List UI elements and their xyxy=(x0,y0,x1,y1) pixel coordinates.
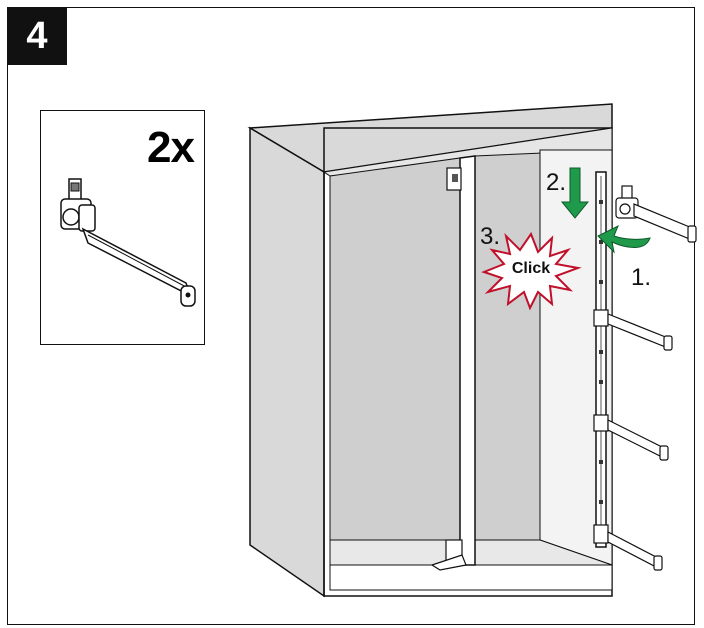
rail-arm-1 xyxy=(593,309,673,351)
curved-insert-arrow-icon xyxy=(597,224,651,254)
step-number-badge: 4 xyxy=(7,7,67,65)
left-compartment-back xyxy=(329,157,461,541)
middle-divider xyxy=(459,155,476,566)
step-2-label: 2. xyxy=(546,169,566,196)
click-label: Click xyxy=(512,260,550,277)
diagram-frame xyxy=(7,7,695,625)
cabinet-bottom-left xyxy=(329,539,461,566)
step-3-label: 3. xyxy=(480,223,500,250)
inset-panel: 2x xyxy=(40,110,205,345)
quantity-label: 2x xyxy=(147,123,195,172)
arm-being-inserted xyxy=(615,185,697,243)
step-1-label: 1. xyxy=(631,264,651,291)
click-burst-icon xyxy=(481,231,582,311)
rail-arm-3 xyxy=(593,524,663,571)
bracket-arm-illustration xyxy=(60,178,196,307)
down-arrow-icon xyxy=(560,167,590,219)
rail-arm-2 xyxy=(593,414,669,461)
cabinet-left-panel xyxy=(249,126,325,598)
